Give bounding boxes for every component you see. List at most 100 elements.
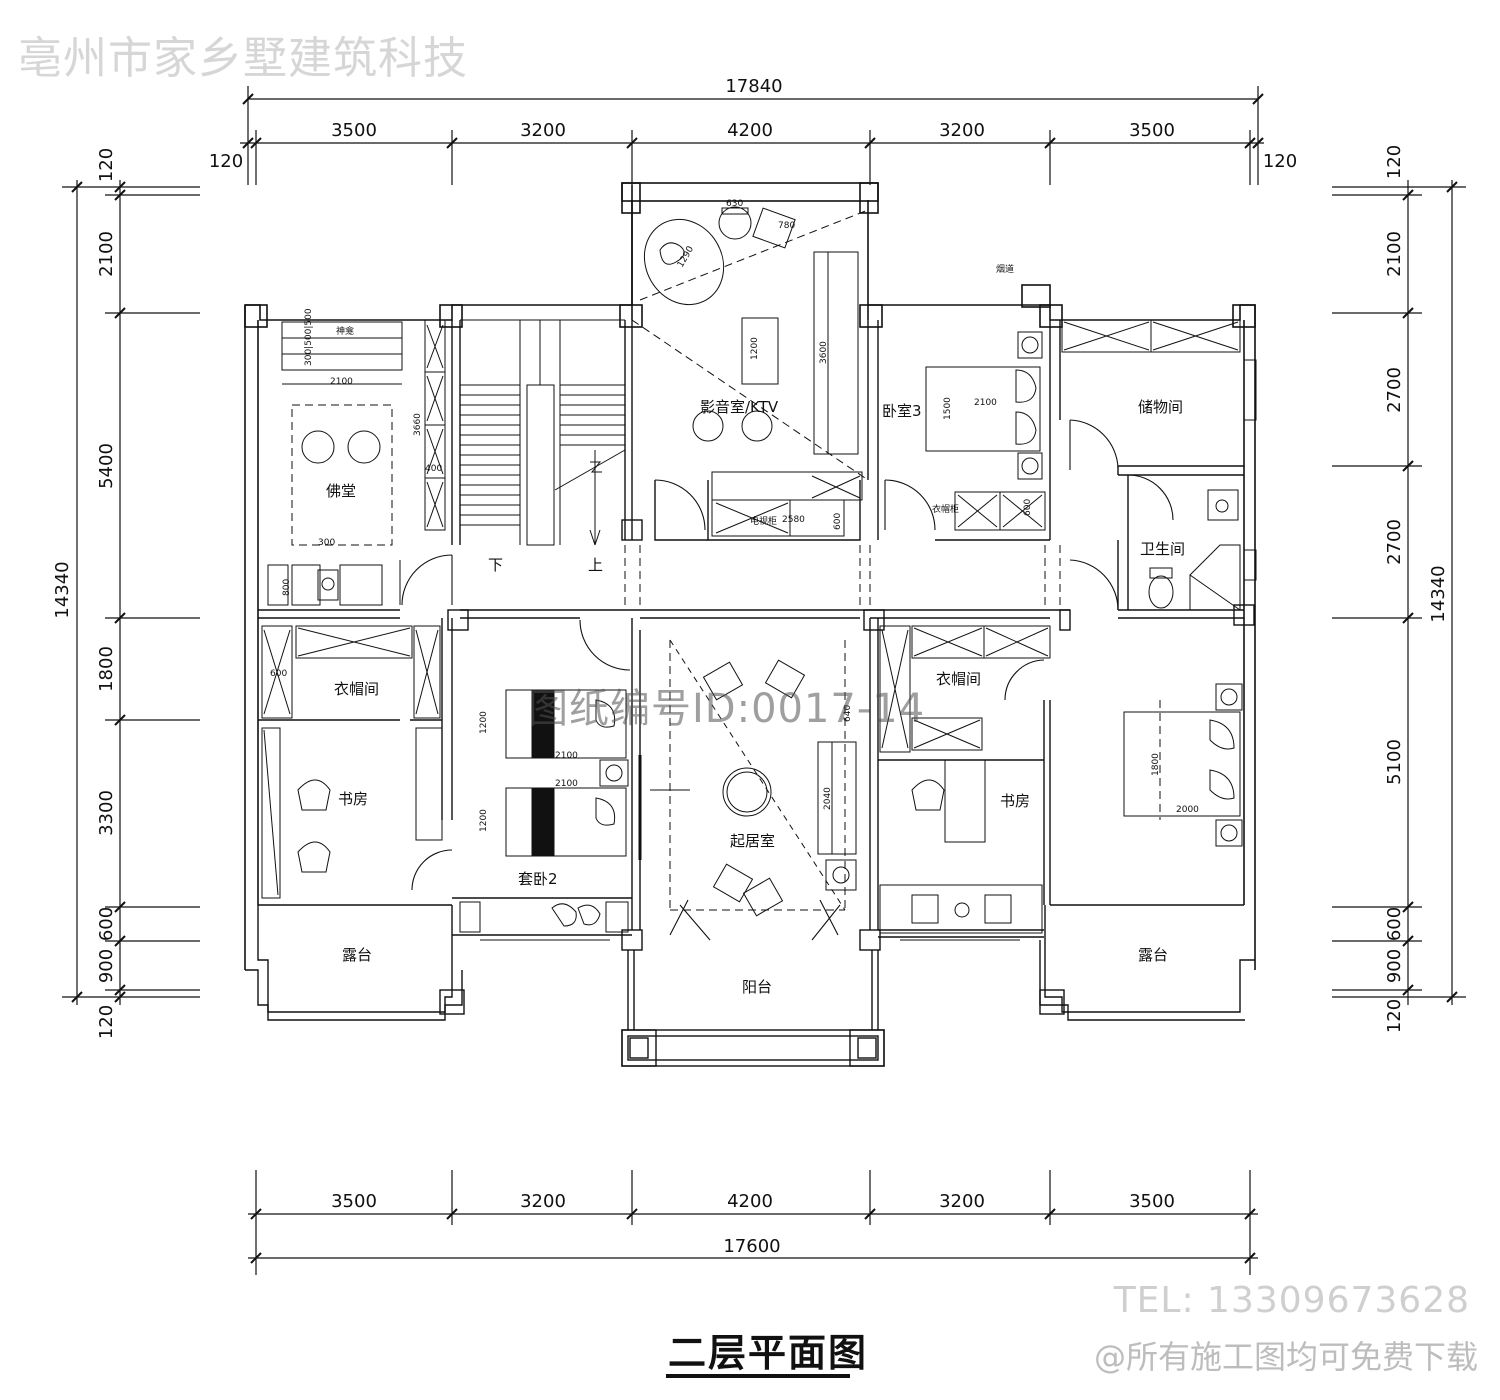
room-label-study-right: 书房 bbox=[1000, 792, 1030, 810]
bottom-dimension-lines bbox=[248, 1170, 1258, 1275]
dim-top-total: 17840 bbox=[725, 76, 782, 97]
fdim-bed3-w: 1500 bbox=[943, 397, 953, 420]
dim-top-seg-2: 3200 bbox=[520, 120, 566, 141]
bedroom3-furniture bbox=[925, 331, 1046, 531]
fdim-bed-right-len: 2000 bbox=[1176, 805, 1199, 815]
dim-right-seg-1: 120 bbox=[1384, 145, 1405, 179]
fdim-buddha-side: 400 bbox=[425, 464, 442, 474]
dim-left-seg-3: 5400 bbox=[96, 443, 117, 489]
fdim-media-round: 1290 bbox=[676, 244, 696, 269]
dim-right-seg-7: 900 bbox=[1384, 949, 1405, 983]
dim-right-total: 14340 bbox=[1428, 565, 1449, 622]
dashed-openings bbox=[624, 209, 1161, 911]
dim-left-seg-2: 2100 bbox=[96, 231, 117, 277]
fdim-wardrobe3-d: 600 bbox=[1023, 499, 1033, 516]
dim-bottom-total: 17600 bbox=[723, 1236, 780, 1257]
buddha-room-furniture bbox=[267, 319, 446, 606]
fdim-media-cabinet: 2580 bbox=[782, 515, 805, 525]
label-chimney: 烟道 bbox=[996, 263, 1014, 275]
terraces-balcony bbox=[245, 905, 1255, 1067]
room-label-shrine: 神龛 bbox=[336, 325, 354, 337]
dim-left-seg-5: 3300 bbox=[96, 790, 117, 836]
plan-title: 二层平面图 bbox=[668, 1331, 869, 1375]
dim-top-side-right: 120 bbox=[1263, 151, 1297, 172]
dim-left-seg-6: 600 bbox=[96, 907, 117, 941]
fdim-bed-right-w: 1800 bbox=[1151, 753, 1161, 776]
dim-top-seg-1: 3500 bbox=[331, 120, 377, 141]
stair-label-down: 下 bbox=[488, 556, 503, 574]
fdim-living-sofa: 2040 bbox=[823, 787, 833, 810]
right-dimension-lines bbox=[1332, 180, 1466, 1005]
dim-left-seg-4: 1800 bbox=[96, 646, 117, 692]
top-dimension-lines bbox=[240, 86, 1264, 185]
fdim-bed-suite-w-b: 1200 bbox=[479, 809, 489, 832]
room-label-storage: 储物间 bbox=[1138, 398, 1183, 416]
left-closet-study-furniture bbox=[261, 625, 443, 899]
dim-bottom-seg-3: 4200 bbox=[727, 1191, 773, 1212]
room-label-terrace-right: 露台 bbox=[1138, 946, 1168, 964]
dim-top-seg-3: 4200 bbox=[727, 120, 773, 141]
fdim-media-chair2: 780 bbox=[778, 221, 795, 231]
fdim-media-table: 1200 bbox=[750, 337, 760, 360]
stair-label-up: 上 bbox=[588, 556, 603, 574]
fdim-closet-left-d: 600 bbox=[270, 669, 287, 679]
fdim-shrine-d: 300|500|500 bbox=[304, 308, 314, 366]
phone-watermark: TEL: 13309673628 bbox=[1113, 1280, 1470, 1321]
fdim-bed3-len: 2100 bbox=[974, 398, 997, 408]
room-label-closet-right: 衣帽间 bbox=[936, 670, 981, 688]
fdim-media-cab-d: 600 bbox=[833, 513, 843, 530]
dim-bottom-seg-1: 3500 bbox=[331, 1191, 377, 1212]
staircase bbox=[460, 319, 626, 546]
fdim-media-chair1: 630 bbox=[726, 199, 743, 209]
left-dimension-lines bbox=[62, 180, 200, 1005]
dim-bottom-seg-2: 3200 bbox=[520, 1191, 566, 1212]
room-label-balcony: 阳台 bbox=[742, 978, 772, 996]
right-furniture bbox=[879, 625, 1243, 934]
fdim-shrine-w: 2100 bbox=[330, 377, 353, 387]
room-label-media: 影音室/KTV bbox=[700, 398, 779, 416]
dim-top-side-left: 120 bbox=[209, 151, 243, 172]
room-label-bedroom3: 卧室3 bbox=[882, 402, 922, 420]
dim-right-seg-5: 5100 bbox=[1384, 739, 1405, 785]
fdim-media-sofa: 3600 bbox=[819, 341, 829, 364]
dim-right-seg-8: 120 bbox=[1384, 999, 1405, 1033]
fdim-buddha-small: 300 bbox=[318, 538, 335, 548]
fdim-bed-suite-len-b: 2100 bbox=[555, 779, 578, 789]
media-room-furniture bbox=[643, 206, 863, 537]
fdim-living-small: 640 bbox=[843, 705, 853, 722]
dim-left-seg-8: 120 bbox=[96, 1005, 117, 1039]
fdim-buddha-table: 3660 bbox=[413, 413, 423, 436]
title-underline bbox=[666, 1374, 850, 1378]
storage-bath-furniture bbox=[1061, 319, 1257, 611]
living-room-furniture bbox=[650, 639, 857, 917]
room-label-buddha: 佛堂 bbox=[326, 482, 356, 500]
dim-right-seg-6: 600 bbox=[1384, 907, 1405, 941]
dim-right-seg-4: 2700 bbox=[1384, 519, 1405, 565]
room-label-bathroom: 卫生间 bbox=[1140, 540, 1185, 558]
doors bbox=[401, 419, 1174, 941]
download-watermark: @所有施工图均可免费下载 bbox=[1093, 1338, 1478, 1376]
dim-right-seg-2: 2100 bbox=[1384, 231, 1405, 277]
dim-top-seg-4: 3200 bbox=[939, 120, 985, 141]
dim-right-seg-3: 2700 bbox=[1384, 367, 1405, 413]
room-label-study-left: 书房 bbox=[338, 790, 368, 808]
company-watermark: 亳州市家乡墅建筑科技 bbox=[18, 33, 468, 84]
dim-left-total: 14340 bbox=[52, 561, 73, 618]
room-label-living: 起居室 bbox=[730, 832, 775, 850]
dim-top-seg-5: 3500 bbox=[1129, 120, 1175, 141]
dim-left-seg-1: 120 bbox=[96, 148, 117, 182]
fdim-bed-suite-len-a: 2100 bbox=[555, 751, 578, 761]
room-label-closet-left: 衣帽间 bbox=[334, 680, 379, 698]
dim-bottom-seg-5: 3500 bbox=[1129, 1191, 1175, 1212]
fdim-bed-suite-w-a: 1200 bbox=[479, 711, 489, 734]
label-tv-cabinet: 电视柜 bbox=[750, 515, 777, 527]
dim-left-seg-7: 900 bbox=[96, 949, 117, 983]
fdim-buddha-low: 800 bbox=[282, 579, 292, 596]
room-label-suite2: 套卧2 bbox=[518, 870, 558, 888]
exterior-walls bbox=[244, 182, 1256, 970]
suite2-furniture bbox=[459, 689, 642, 933]
drawing-id-watermark: 图纸编号ID:0017-14 bbox=[528, 686, 926, 732]
room-label-terrace-left: 露台 bbox=[342, 946, 372, 964]
dim-bottom-seg-4: 3200 bbox=[939, 1191, 985, 1212]
